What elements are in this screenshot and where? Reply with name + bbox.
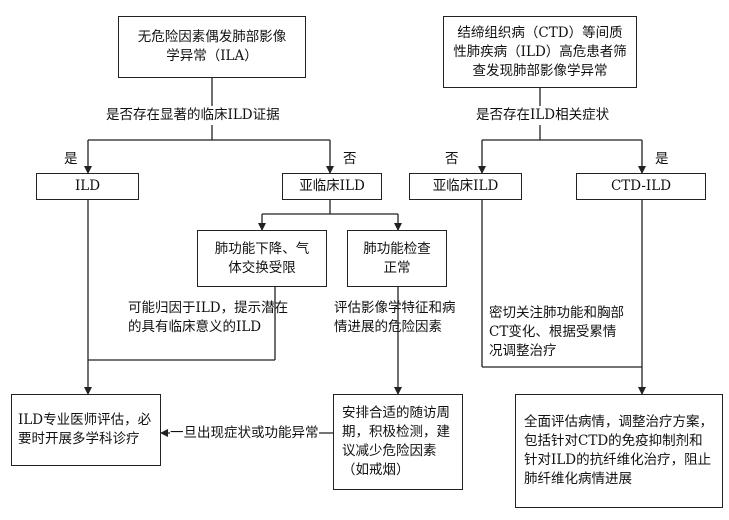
question-left: 是否存在显著的临床ILD证据 (106, 106, 280, 125)
node-comprehensive-treatment: 全面评估病情，调整治疗方案，包括针对CTD的免疫抑制剂和针对ILD的抗纤维化治疗… (515, 394, 723, 508)
label-left-yes: 是 (64, 151, 78, 167)
text-evaluate-risk: 评估影像学特征和病情进展的危险因素 (334, 300, 456, 335)
label-right-no: 否 (445, 151, 459, 167)
node-function-normal: 肺功能检查正常 (347, 230, 447, 287)
node-specialist-eval: ILD专业医师评估，必要时开展多学科诊疗 (11, 394, 161, 466)
label-left-no: 否 (343, 151, 357, 167)
text-monitor: 密切关注肺功能和胸部CT变化、根据受累情况调整治疗 (489, 305, 624, 359)
node-ila-start: 无危险因素偶发肺部影像学异常（ILA） (118, 16, 306, 78)
node-followup: 安排合适的随访周期，积极检测，建议减少危险因素（如戒烟） (333, 394, 463, 490)
node-ctd-start: 结缔组织病（CTD）等间质性肺疾病（ILD）高危患者筛查发现肺部影像学异常 (443, 16, 637, 88)
node-ild: ILD (36, 173, 139, 200)
node-subclinical-right: 亚临床ILD (409, 173, 522, 200)
text-attribute-ild: 可能归因于ILD，提示潜在的具有临床意义的ILD (128, 300, 289, 335)
text-back-symptom: 一旦出现症状或功能异常 (170, 424, 319, 443)
label-right-yes: 是 (655, 151, 669, 167)
question-right: 是否存在ILD相关症状 (476, 106, 610, 125)
node-ctd-ild: CTD-ILD (576, 173, 706, 200)
node-function-decline: 肺功能下降、气体交换受限 (197, 230, 327, 287)
node-subclinical-left: 亚临床ILD (282, 173, 382, 200)
